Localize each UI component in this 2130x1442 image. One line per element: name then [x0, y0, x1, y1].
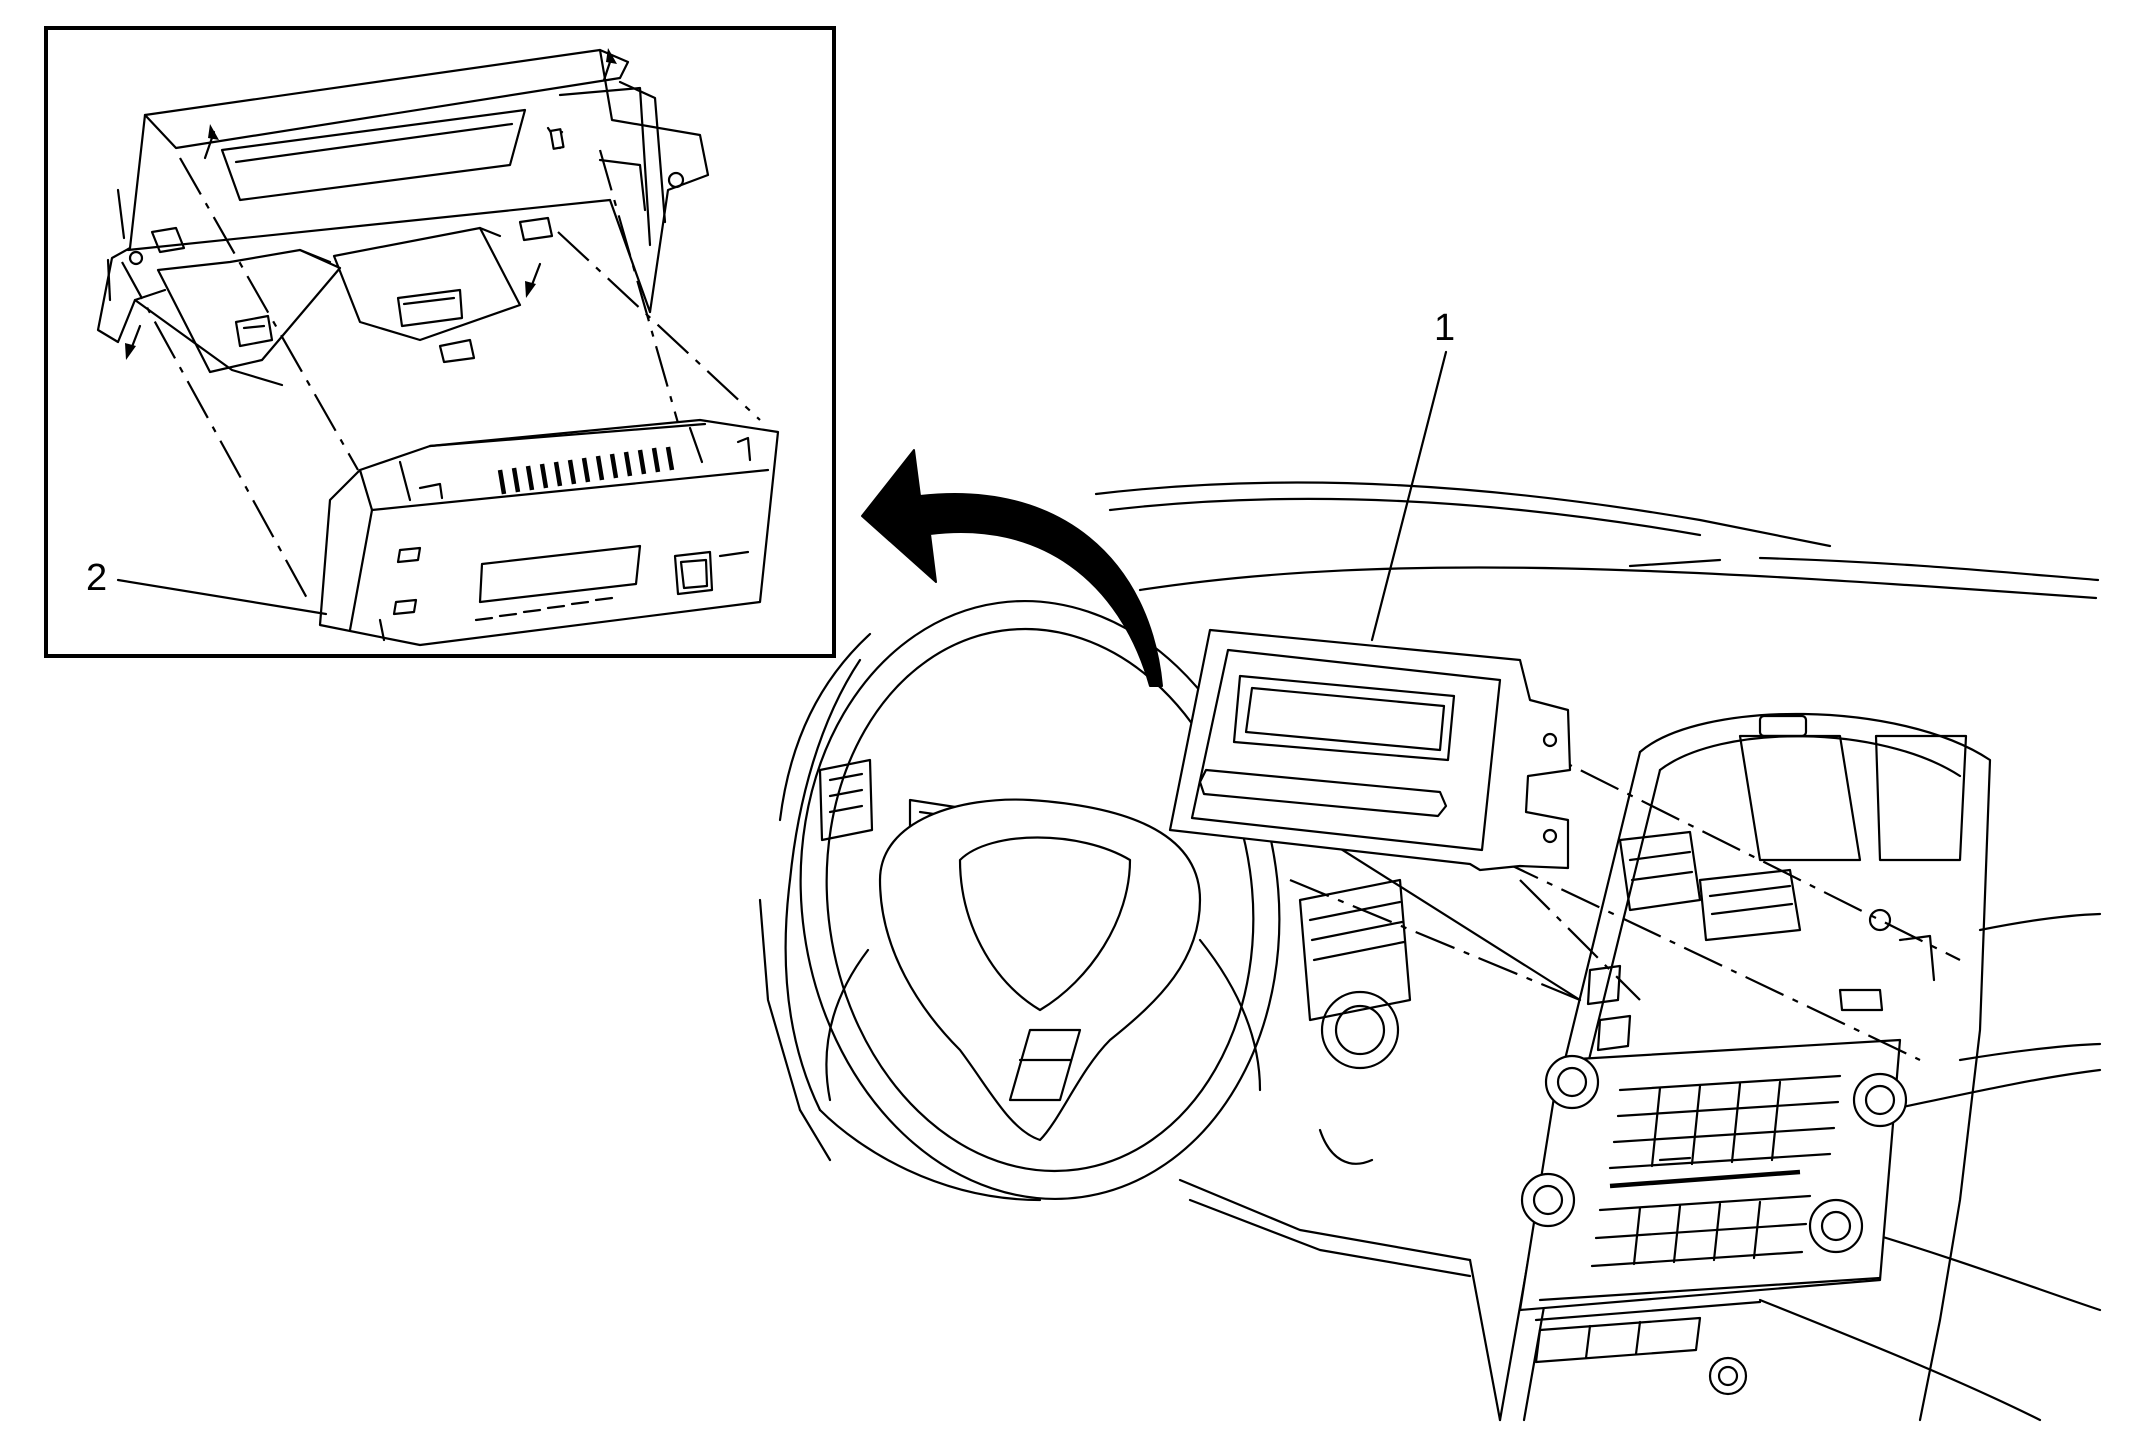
instrument-display-module	[1168, 628, 1572, 872]
inset-display-module	[318, 418, 780, 647]
hvac-buttons	[1590, 1074, 1842, 1268]
inset-mechanism	[150, 128, 565, 374]
removal-direction-arrow	[861, 449, 1163, 687]
inset-alignment-lines	[121, 149, 761, 601]
steering-wheel	[799, 599, 1400, 1201]
inset-release-arrows	[125, 48, 617, 360]
callout-2-leader	[116, 578, 328, 616]
callout-1-label: 1	[1434, 307, 1455, 349]
inset-bracket	[96, 48, 710, 387]
inset-vent-slots	[497, 446, 675, 495]
callout-2: 2	[86, 557, 328, 616]
callout-1: 1	[1370, 307, 1455, 642]
inset-detail-view: 2	[44, 26, 836, 658]
callout-2-label: 2	[86, 557, 107, 599]
center-stack	[1498, 712, 1992, 1422]
callout-1-leader	[1370, 350, 1448, 642]
